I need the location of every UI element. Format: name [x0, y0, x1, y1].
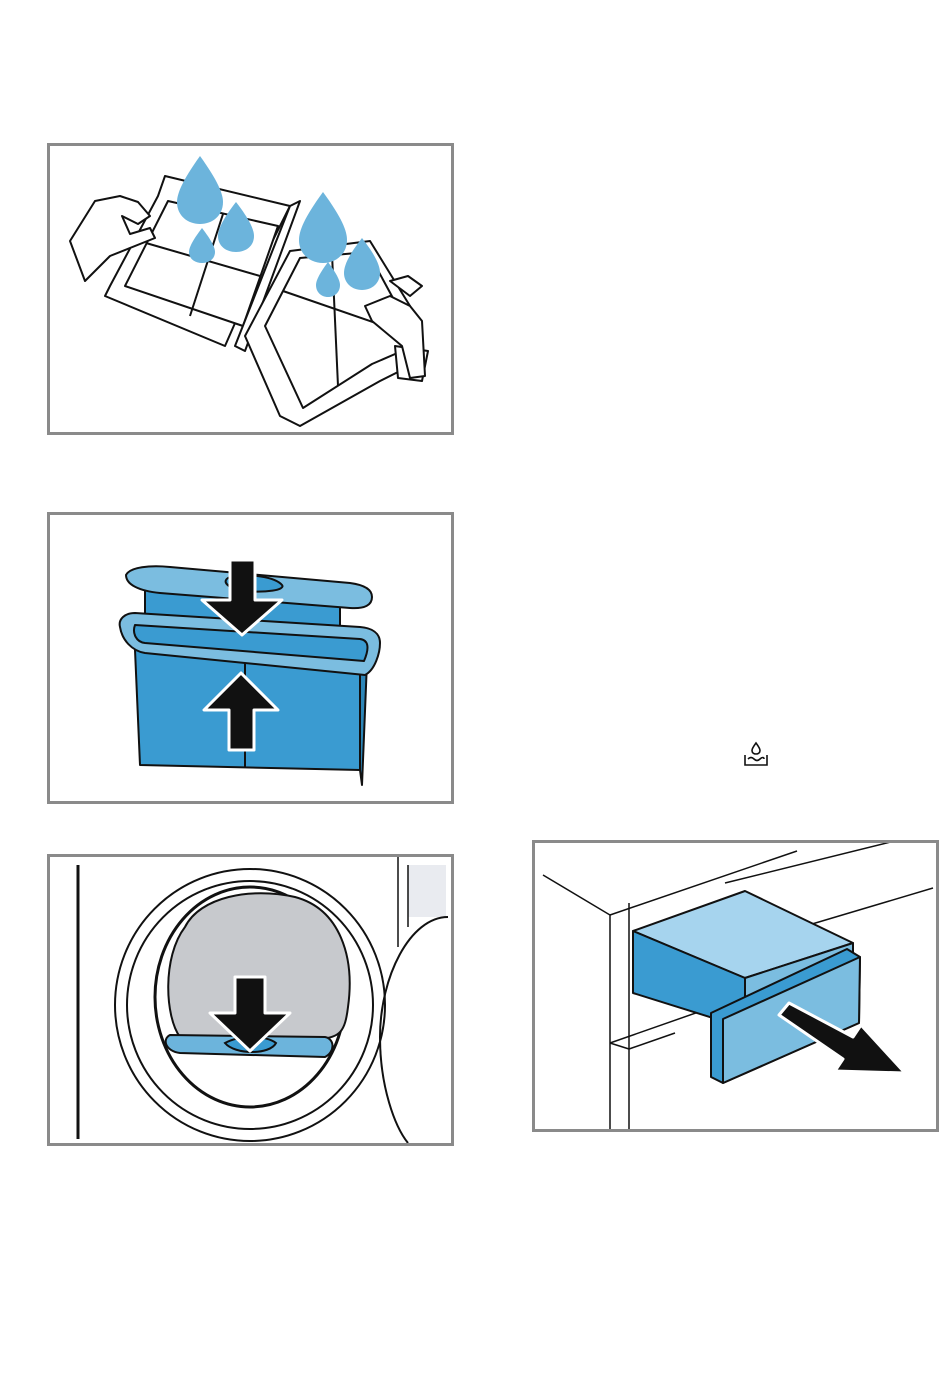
water-container-illustration — [535, 843, 936, 1129]
figure-insert-filter — [47, 854, 454, 1146]
assemble-filter-illustration — [50, 515, 451, 801]
insert-filter-illustration — [50, 857, 451, 1143]
figure-rinse-filter — [47, 143, 454, 435]
figure-pull-water-container — [532, 840, 939, 1132]
rinse-filter-illustration — [50, 146, 451, 432]
water-container-icon — [742, 740, 770, 768]
figure-assemble-filter — [47, 512, 454, 804]
